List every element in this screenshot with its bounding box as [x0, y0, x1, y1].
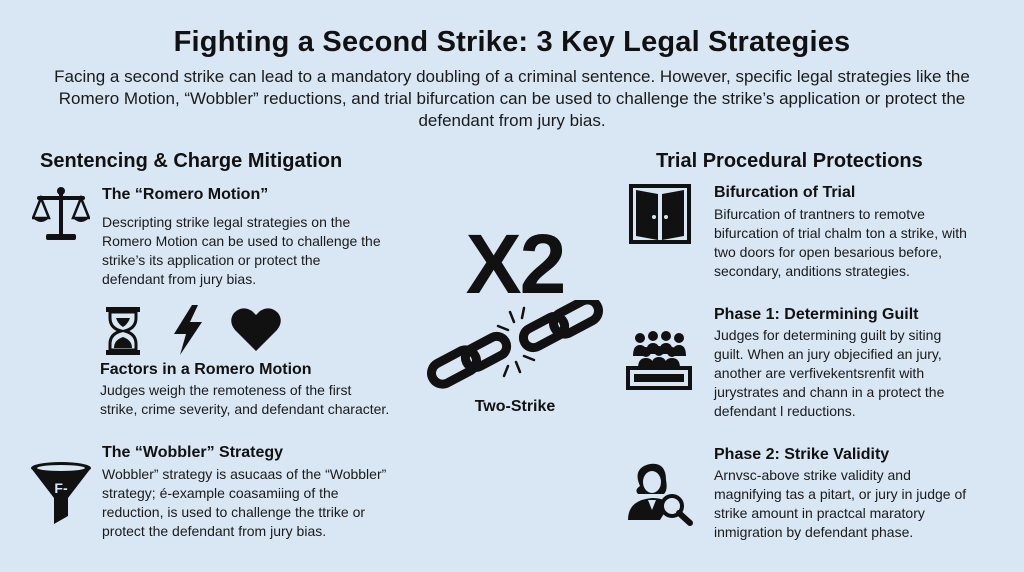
romero-factors-body: Judges weigh the remoteness of the first…	[100, 381, 430, 419]
body-line: Arnvsc-above strike validity and	[714, 467, 911, 483]
romero-motion-body: Descripting strike legal strategies on t…	[102, 213, 422, 289]
body-line: defendant l reductions.	[714, 403, 856, 419]
body-line: Wobbler” strategy is asucaas of the “Wob…	[102, 466, 387, 482]
funnel-label: F-	[54, 480, 68, 496]
body-line: defendant from jury bias.	[102, 271, 257, 287]
body-line: protect the defendant from jury bias.	[102, 523, 327, 539]
right-column-heading: Trial Procedural Protections	[656, 150, 923, 172]
body-line: another are verfivekentsrenfit with	[714, 365, 925, 381]
phase-2-title: Phase 2: Strike Validity	[714, 446, 890, 463]
wobbler-strategy-title: The “Wobbler” Strategy	[102, 444, 284, 461]
romero-factors-title: Factors in a Romero Motion	[100, 361, 312, 378]
romero-motion-title: The “Romero Motion”	[102, 186, 269, 203]
body-line: inmigration by defendant phase.	[714, 524, 914, 540]
body-line: jurystrates and chann in a protect the	[714, 384, 945, 400]
body-line: Bifurcation of trantners to remotve	[714, 206, 925, 222]
page-title: Fighting a Second Strike: 3 Key Legal St…	[173, 26, 851, 58]
phase-1-body: Judges for determining guilt by siting g…	[714, 326, 1014, 421]
body-line: guilt. When an jury objecified an jury,	[714, 346, 942, 362]
jury-box-icon	[626, 328, 692, 390]
body-line: magnifying tas a pitart, or jury in judg…	[714, 486, 967, 502]
double-doors-icon	[628, 184, 692, 244]
body-line: Judges for determining guilt by siting	[714, 327, 942, 343]
funnel-icon: F-	[28, 460, 94, 526]
body-line: secondary, anditions strategies.	[714, 263, 910, 279]
left-column-heading: Sentencing & Charge Mitigation	[40, 150, 343, 172]
person-magnifier-icon	[624, 460, 694, 526]
scales-icon	[32, 186, 90, 242]
intro-text: Facing a second strike can lead to a man…	[54, 67, 970, 130]
body-line: strategy; é-example coasamiing of the	[102, 485, 339, 501]
two-strike-caption: Two-Strike	[474, 398, 556, 415]
x2-label: X2	[465, 217, 567, 311]
body-line: Descripting strike legal strategies on t…	[102, 214, 351, 230]
body-line: two doors for open besarious before,	[714, 244, 943, 260]
phase-1-title: Phase 1: Determining Guilt	[714, 306, 919, 323]
phase-2-body: Arnvsc-above strike validity and magnify…	[714, 466, 1014, 542]
body-line: strike’s its application or protect the	[102, 252, 321, 268]
broken-chain-icon	[424, 300, 604, 396]
bifurcation-body: Bifurcation of trantners to remotve bifu…	[714, 205, 1014, 281]
wobbler-strategy-body: Wobbler” strategy is asucaas of the “Wob…	[102, 465, 422, 541]
body-line: reduction, is used to challenge the ttri…	[102, 504, 366, 520]
body-line: Judges weigh the remoteness of the first	[100, 382, 352, 398]
lightning-icon	[170, 304, 206, 356]
heart-icon	[230, 306, 282, 352]
body-line: strike, crime severity, and defendant ch…	[100, 401, 390, 417]
body-line: bifurcation of trial chalm ton a strike,…	[714, 225, 967, 241]
hourglass-icon	[104, 306, 142, 356]
body-line: Romero Motion can be used to challenge t…	[102, 233, 381, 249]
body-line: strike amount in practcal maratory	[714, 505, 925, 521]
bifurcation-title: Bifurcation of Trial	[714, 184, 856, 201]
